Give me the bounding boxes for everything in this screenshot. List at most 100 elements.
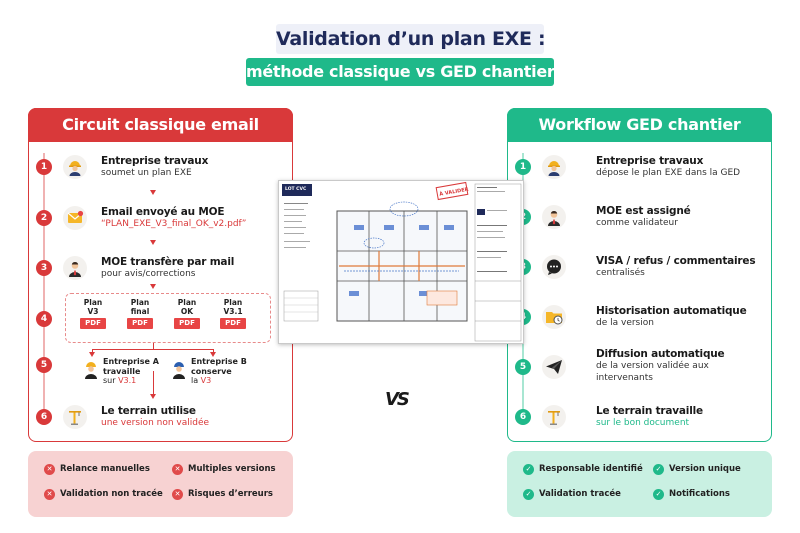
step-title: Diffusion automatique [596,348,725,360]
step-number: 3 [36,260,52,276]
company-b-name: Entreprise B [191,357,247,366]
manager-icon [63,256,87,280]
pdf-badge: PDF [174,318,200,329]
step-number: 6 [36,409,52,425]
step-title: Le terrain utilise [101,405,196,417]
step-number: 1 [36,159,52,175]
issue-label: Validation non tracée [60,489,163,499]
classic-panel-title: Circuit classique email [28,108,293,142]
plan-drawing: LOT CVC À VALIDER [278,180,524,344]
step-desc: de la version validée aux [596,361,709,371]
step-desc: “PLAN_EXE_V3_final_OK_v2.pdf” [101,219,247,229]
arrow-down-icon [89,352,95,357]
arrow-line [213,349,214,353]
step-desc: une version non validée [101,418,210,428]
arrow-down-icon [150,284,156,289]
step-desc: dépose le plan EXE dans la GED [596,168,741,178]
arrow-down-icon [210,352,216,357]
step-desc: de la version [596,318,654,328]
check-icon: ✓ [523,489,534,500]
arrow-line [153,343,154,349]
company-b-text: Entreprise B conserve la V3 [191,357,247,386]
ged-benefits: ✓Responsable identifié ✓Version unique ✓… [507,451,772,517]
cross-icon: ✕ [44,464,55,475]
worker-a-icon [81,359,101,379]
benefit-label: Responsable identifié [539,464,643,474]
pdf-badge: PDF [80,318,106,329]
versus-label: VS [385,389,410,410]
cross-icon: ✕ [172,489,183,500]
step-number: 4 [36,311,52,327]
pdf-label: Plan [130,298,150,307]
cross-icon: ✕ [44,489,55,500]
pdf-label: Plan [223,298,243,307]
title-line-1: Validation d’un plan EXE : [276,24,546,54]
pdf-badge: PDF [220,318,246,329]
arrow-down-icon [150,190,156,195]
worker-icon [63,155,87,179]
check-icon: ✓ [653,464,664,475]
pdf-badge: PDF [127,318,153,329]
email-icon [63,206,87,230]
step-desc: pour avis/corrections [101,269,196,279]
arrow-down-icon [150,394,156,399]
step-title: Le terrain travaille [596,405,703,417]
ged-panel-title: Workflow GED chantier [507,108,772,142]
step-number: 5 [515,359,531,375]
step-title: Entreprise travaux [596,155,704,167]
pdf-version: V3 [87,307,99,316]
pdf-version: V3.1 [223,307,243,316]
step-number: 5 [36,357,52,373]
classic-panel: Circuit classique email 1 Entreprise tra… [28,108,293,442]
paper-plane-icon [542,355,566,379]
step-title: MOE transfère par mail [101,256,235,268]
company-a-prefix: sur [103,376,119,385]
classic-issues: ✕Relance manuelles ✕Multiples versions ✕… [28,451,293,517]
company-a-action: travaille [103,366,141,376]
step-number: 1 [515,159,531,175]
benefit-item: ✓ Notifications [653,489,730,500]
issue-label: Risques d’erreurs [188,489,273,499]
step-desc: centralisés [596,268,645,278]
step-title: Historisation automatique [596,305,747,317]
company-b-action: conserve [191,366,232,376]
issue-label: Multiples versions [188,464,276,474]
crane-icon [63,405,87,429]
title-line-2: méthode classique vs GED chantier [246,58,555,86]
benefit-label: Validation tracée [539,489,621,499]
issue-item: ✕ Multiples versions [172,464,276,475]
issue-item: ✕ Validation non tracée [44,489,163,500]
step-desc-cont: intervenants [596,373,653,383]
step-desc: sur le bon document [596,418,690,428]
step-title: MOE est assigné [596,205,691,217]
step-desc: soumet un plan EXE [101,168,192,178]
benefit-item: ✓Version unique [653,464,741,475]
cross-icon: ✕ [172,464,183,475]
arrow-down-icon [150,240,156,245]
folder-clock-icon [542,305,566,329]
worker-b-icon [169,359,189,379]
worker-icon [542,155,566,179]
pdf-version: OK [180,307,194,316]
arrow-line [92,349,214,350]
company-a-name: Entreprise A [103,357,159,366]
step-title: VISA / refus / commentaires [596,255,756,267]
pdf-version: final [130,307,150,316]
benefit-item: ✓Responsable identifié [523,464,643,475]
check-icon: ✓ [653,489,664,500]
pdf-label: Plan [177,298,197,307]
step-desc: comme validateur [596,218,678,228]
company-b-version: V3 [200,376,212,385]
benefit-label: Notifications [669,489,730,499]
company-a-version: V3.1 [118,376,137,385]
arrow-line [92,349,93,353]
step-title: Entreprise travaux [101,155,209,167]
classic-timeline [43,153,45,425]
step-title: Email envoyé au MOE [101,206,225,218]
